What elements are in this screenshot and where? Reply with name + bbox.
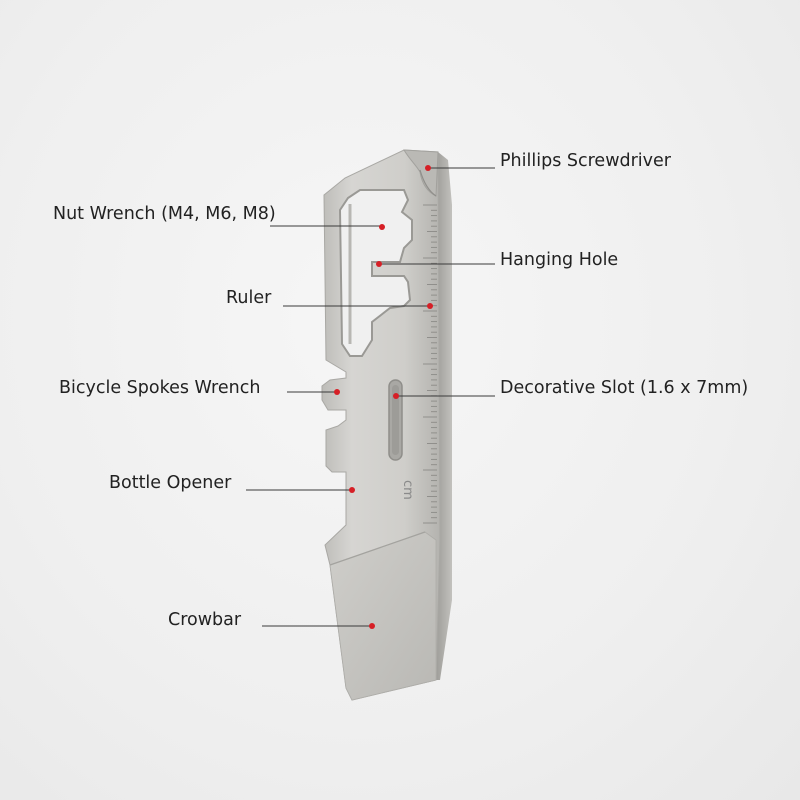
label-crowbar: Crowbar xyxy=(168,610,242,630)
ruler-unit-label: cm xyxy=(400,480,415,500)
callout-ruler xyxy=(283,303,433,309)
callout-decorative-slot xyxy=(393,393,495,399)
ruler-ticks xyxy=(423,204,437,524)
nut-wrench-hole xyxy=(338,189,413,357)
label-decorative-slot: Decorative Slot (1.6 x 7mm) xyxy=(500,378,749,398)
callout-nut-wrench xyxy=(270,224,385,230)
label-hanging-hole: Hanging Hole xyxy=(500,250,619,270)
callout-hanging-hole xyxy=(376,261,495,267)
label-phillips-screwdriver: Phillips Screwdriver xyxy=(500,151,671,171)
callout-bottle-opener xyxy=(246,487,355,493)
label-ruler: Ruler xyxy=(226,288,272,308)
callout-phillips-screwdriver xyxy=(425,165,495,171)
callout-bicycle-spokes-wrench xyxy=(287,389,340,395)
label-nut-wrench: Nut Wrench (M4, M6, M8) xyxy=(53,204,276,224)
callout-crowbar xyxy=(262,623,375,629)
label-bottle-opener: Bottle Opener xyxy=(109,473,232,493)
label-bicycle-spokes-wrench: Bicycle Spokes Wrench xyxy=(59,378,261,398)
